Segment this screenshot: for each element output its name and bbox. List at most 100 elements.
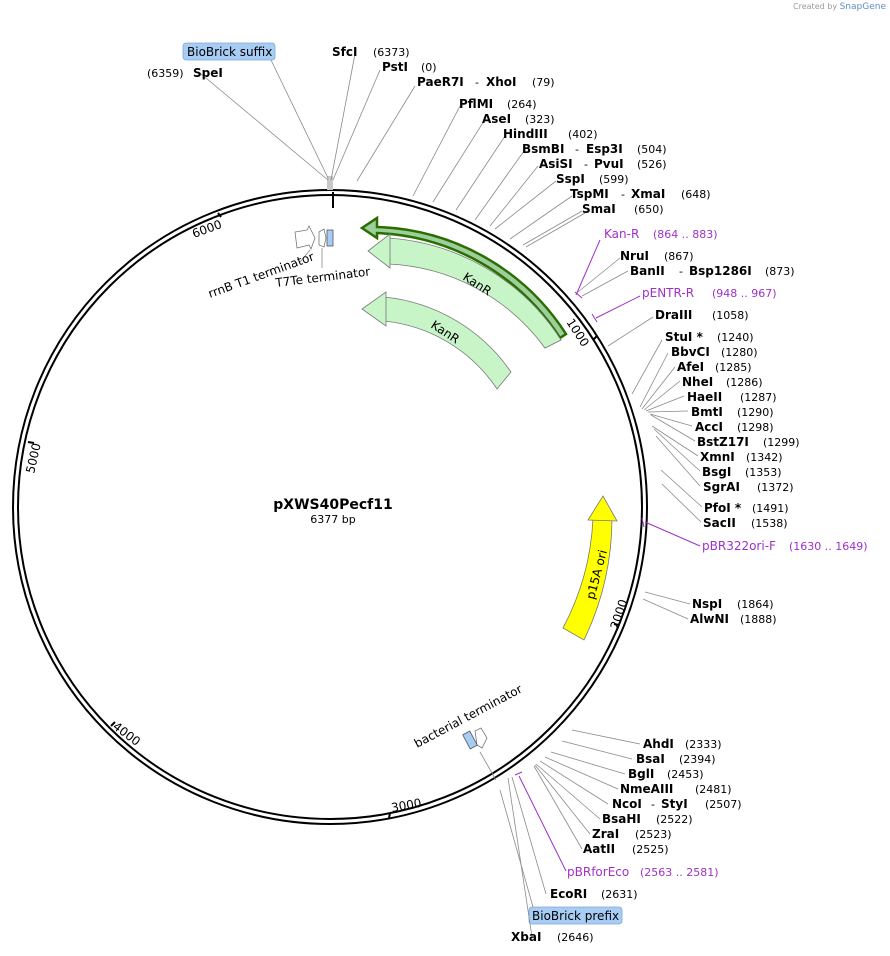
enzyme-smai-position: (650) [634, 203, 664, 216]
enzyme-asisi[interactable]: AsiSI [539, 157, 573, 171]
enzyme-ncoi[interactable]: NcoI [612, 797, 642, 811]
enzyme-asei-position: (323) [525, 113, 555, 126]
enzyme-smai[interactable]: SmaI [582, 202, 616, 216]
enzyme-bsgi-position: (1353) [745, 466, 782, 479]
enzyme-zrai[interactable]: ZraI [592, 827, 619, 841]
enzyme-sfci[interactable]: SfcI [332, 45, 357, 59]
enzyme-bbvci-position: (1280) [721, 346, 758, 359]
bacterial-terminator-arrow[interactable] [474, 727, 488, 749]
rrnb-leader [299, 249, 311, 263]
enzyme-bsgi[interactable]: BsgI [702, 465, 731, 479]
t7te-terminator-arrow[interactable] [318, 228, 327, 248]
enzyme-banii[interactable]: BanII [630, 264, 665, 278]
primer-pbr322ori-f[interactable]: pBR322ori-F [702, 539, 776, 553]
enzyme-nhei-position: (1286) [726, 376, 763, 389]
kanr-feature-arrow-1-body[interactable] [387, 237, 562, 349]
enzyme-sacii-position: (1538) [751, 517, 788, 530]
enzyme-xmai-position: (648) [681, 188, 711, 201]
enzyme-bsp1286i[interactable]: Bsp1286I [689, 264, 752, 278]
tick-label-5000: 5000 [23, 442, 44, 475]
enzyme-zrai-position: (2523) [635, 828, 672, 841]
enzyme-pvui-position: (526) [637, 158, 667, 171]
enzyme-sspi-position: (599) [599, 173, 629, 186]
primer-pbr322ori-f-range: (1630 .. 1649) [789, 540, 868, 553]
terminator-box[interactable] [326, 229, 334, 247]
tick-mark-5000 [27, 441, 35, 444]
primer-pentr-r-range: (948 .. 967) [712, 287, 777, 300]
bacterial-terminator-leader [479, 751, 497, 781]
enzyme-bsahi[interactable]: BsaHI [602, 812, 641, 826]
enzyme-xmni-position: (1342) [746, 451, 783, 464]
bacterial-terminator-box[interactable] [462, 730, 478, 750]
enzyme-nmeaiii[interactable]: NmeAIII [620, 782, 673, 796]
primer-pbrforeco[interactable]: pBRforEco [567, 865, 629, 879]
enzyme-pfoi[interactable]: PfoI * [704, 501, 742, 515]
enzyme-aatii[interactable]: AatII [583, 842, 615, 856]
p15a-ori-arrow[interactable] [562, 517, 613, 641]
enzyme-bmti[interactable]: BmtI [691, 405, 723, 419]
biobrick-prefix-label: BioBrick prefix [532, 909, 619, 923]
kanr-feature-arrow-2-body[interactable] [383, 296, 512, 390]
enzyme-pflmi[interactable]: PflMI [459, 97, 493, 111]
snapgene-logo-text: SnapGene [839, 2, 886, 12]
enzyme-nspi[interactable]: NspI [692, 597, 722, 611]
enzyme-nrui[interactable]: NruI [620, 249, 649, 263]
primer-kan-r-range: (864 .. 883) [653, 228, 718, 241]
enzyme-acci[interactable]: AccI [695, 420, 723, 434]
enzyme-haeii[interactable]: HaeII [687, 390, 722, 404]
enzyme-psti[interactable]: PstI [382, 60, 408, 74]
biobrick-suffix-leader [270, 59, 329, 179]
enzyme-tspmi[interactable]: TspMI [570, 187, 609, 201]
enzyme-pvui[interactable]: PvuI [594, 157, 624, 171]
enzyme-spei[interactable]: SpeI [193, 66, 223, 80]
enzyme-hindiii-position: (402) [568, 128, 598, 141]
plasmid-name: pXWS40Pecf11 [273, 497, 392, 513]
primer-kan-r[interactable]: Kan-R [604, 227, 639, 241]
enzyme-sspi[interactable]: SspI [556, 172, 585, 186]
enzyme-dash: - [679, 265, 683, 278]
primer-pbrforeco-range: (2563 .. 2581) [640, 866, 719, 879]
tick-mark-6000 [217, 212, 222, 218]
enzyme-bbvci[interactable]: BbvCI [671, 345, 710, 359]
enzyme-alwni-position: (1888) [740, 613, 777, 626]
biobrick-suffix-box[interactable] [182, 42, 276, 61]
enzyme-afei[interactable]: AfeI [677, 360, 704, 374]
rrnb-t1-terminator-arrow[interactable] [294, 225, 316, 251]
enzyme-pflmi-position: (264) [507, 98, 537, 111]
enzyme-xbai[interactable]: XbaI [511, 930, 541, 944]
enzyme-nhei[interactable]: NheI [682, 375, 713, 389]
enzyme-alwni[interactable]: AlwNI [690, 612, 729, 626]
enzyme-nspi-position: (1864) [737, 598, 774, 611]
enzyme-styi[interactable]: StyI [661, 797, 688, 811]
tick-mark-4000 [110, 721, 116, 727]
enzyme-ecori[interactable]: EcoRI [550, 887, 587, 901]
enzyme-bgli[interactable]: BglI [628, 767, 654, 781]
enzyme-sgrai[interactable]: SgrAI [703, 480, 740, 494]
enzyme-haeii-position: (1287) [740, 391, 777, 404]
tick-label-3000: 3000 [390, 796, 423, 815]
enzyme-xmai[interactable]: XmaI [631, 187, 665, 201]
tick-mark-2000 [613, 623, 620, 626]
enzyme-paer7i[interactable]: PaeR7I [417, 75, 464, 89]
enzyme-xhoi[interactable]: XhoI [486, 75, 517, 89]
enzyme-esp3i[interactable]: Esp3I [586, 142, 623, 156]
enzyme-draiii[interactable]: DraIII [655, 308, 692, 322]
enzyme-spei-position: (6359) [147, 67, 184, 80]
enzyme-bstz17i[interactable]: BstZ17I [697, 435, 749, 449]
enzyme-bsai[interactable]: BsaI [636, 752, 665, 766]
tick-mark-1000 [592, 335, 598, 341]
enzyme-xmni[interactable]: XmnI [700, 450, 735, 464]
enzyme-dash: - [584, 158, 588, 171]
enzyme-bsmbi[interactable]: BsmBI [522, 142, 564, 156]
primer-pentr-r[interactable]: pENTR-R [642, 286, 694, 300]
plasmid-backbone-inner [17, 194, 643, 820]
enzyme-psti-position: (0) [421, 61, 437, 74]
kanr-outer-feature-arrow[interactable] [359, 215, 568, 340]
enzyme-ahdi[interactable]: AhdI [643, 737, 674, 751]
enzyme-asei[interactable]: AseI [482, 112, 511, 126]
enzyme-sacii[interactable]: SacII [703, 516, 736, 530]
enzyme-hindiii[interactable]: HindIII [503, 127, 548, 141]
enzyme-acci-position: (1298) [737, 421, 774, 434]
enzyme-stui[interactable]: StuI * [665, 330, 704, 344]
origin-marker [327, 176, 333, 190]
